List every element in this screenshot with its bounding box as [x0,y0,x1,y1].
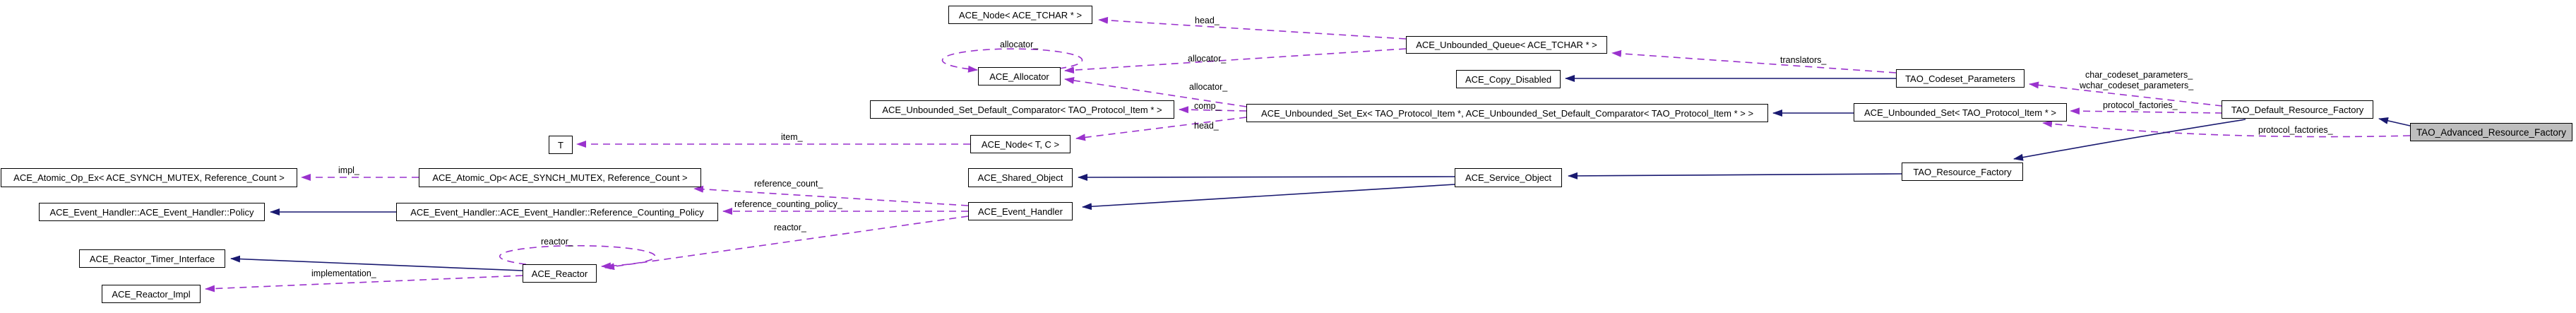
edge-handler-to-reactor [604,215,969,271]
edge-reactor-self-loop [499,244,656,270]
edge-label-reference-counting-policy: reference_counting_policy_ [734,199,842,209]
edge-resourcefactory-inherits-serviceobject [1568,172,1902,179]
node-ace-reactor-impl[interactable]: ACE_Reactor_Impl [102,285,201,303]
edge-setex-to-node-tc-head [1075,117,1247,141]
edge-queue-to-allocator [1064,48,1407,74]
node-ace-unbounded-set-ex[interactable]: ACE_Unbounded_Set_Ex< TAO_Protocol_Item … [1246,104,1768,122]
edge-label-reactor-handler: reactor_ [774,223,806,232]
edge-label-item: item_ [781,132,803,142]
node-ace-node-tchar[interactable]: ACE_Node< ACE_TCHAR * > [948,6,1092,24]
node-ace-unbounded-queue[interactable]: ACE_Unbounded_Queue< ACE_TCHAR * > [1406,36,1607,54]
edge-handler-to-atomicop-refcount [693,185,969,206]
edge-default-inherits-resourcefactory [2013,119,2246,161]
edge-advanced-inherits-default [2378,117,2411,126]
edge-label-impl: impl_ [338,165,359,175]
edge-reactor-inherits-timerinterface [230,255,523,271]
node-ace-node-t-c[interactable]: ACE_Node< T, C > [970,135,1071,153]
edge-label-wchar-codeset-parameters: wchar_codeset_parameters_ [2080,81,2194,90]
edge-label-allocator-setex: allocator_ [1189,82,1228,92]
node-ace-copy-disabled[interactable]: ACE_Copy_Disabled [1456,70,1561,88]
node-tao-default-resource-factory[interactable]: TAO_Default_Resource_Factory [2222,100,2373,119]
edge-label-implementation: implementation_ [311,268,376,278]
edge-default-to-codeset-params [2029,81,2223,107]
node-ace-atomic-op-ex[interactable]: ACE_Atomic_Op_Ex< ACE_SYNCH_MUTEX, Refer… [1,168,297,187]
edge-label-reactor-self: reactor_ [541,237,573,247]
edge-label-protocol-factories-default: protocol_factories_ [2103,100,2178,110]
edge-label-head-setex: head_ [1194,121,1219,131]
edge-label-translators: translators_ [1780,55,1827,65]
edge-setex-to-allocator [1064,77,1247,107]
usage-edges [205,16,2411,293]
edge-label-allocator-queue: allocator_ [1188,54,1227,64]
edge-label-comp: comp_ [1194,101,1221,111]
edge-default-to-set-protocol-factories [2070,107,2223,115]
edge-label-reference-count: reference_count_ [754,179,823,189]
node-template-param-t[interactable]: T [549,136,573,154]
node-ace-allocator[interactable]: ACE_Allocator [978,67,1061,85]
inheritance-edges [230,75,2411,271]
node-tao-codeset-parameters[interactable]: TAO_Codeset_Parameters [1896,69,2025,88]
node-ace-unbounded-set[interactable]: ACE_Unbounded_Set< TAO_Protocol_Item * > [1854,103,2067,122]
edge-reactor-to-impl-implementation [205,275,523,293]
node-ace-atomic-op[interactable]: ACE_Atomic_Op< ACE_SYNCH_MUTEX, Referenc… [419,168,701,187]
edge-codeset-to-queue-translators [1611,49,1897,73]
node-tao-advanced-resource-factory[interactable]: TAO_Advanced_Resource_Factory [2410,123,2572,141]
edge-serviceobject-inherits-eventhandler [1082,184,1455,211]
node-reference-counting-policy[interactable]: ACE_Event_Handler::ACE_Event_Handler::Re… [396,203,718,221]
node-ace-reactor-timer-interface[interactable]: ACE_Reactor_Timer_Interface [79,249,225,268]
node-tao-resource-factory[interactable]: TAO_Resource_Factory [1902,163,2023,181]
edge-allocator-self-loop [941,48,1083,73]
edge-head-queue-to-node-tchar [1098,16,1407,40]
node-ace-event-handler[interactable]: ACE_Event_Handler [968,202,1073,220]
node-event-handler-policy[interactable]: ACE_Event_Handler::ACE_Event_Handler::Po… [39,203,265,221]
node-ace-service-object[interactable]: ACE_Service_Object [1455,168,1562,187]
edge-label-protocol-factories-advanced: protocol_factories_ [2258,125,2333,135]
edge-label-allocator-self: allocator_ [1000,40,1039,49]
edge-label-char-codeset-parameters: char_codeset_parameters_ [2085,70,2193,80]
node-ace-unbounded-set-default-comparator[interactable]: ACE_Unbounded_Set_Default_Comparator< TA… [870,100,1174,119]
node-ace-reactor[interactable]: ACE_Reactor [523,264,597,283]
edge-label-head-queue: head_ [1195,16,1220,25]
edge-advanced-to-set-protocol-factories [2042,120,2411,138]
node-ace-shared-object[interactable]: ACE_Shared_Object [968,168,1073,187]
